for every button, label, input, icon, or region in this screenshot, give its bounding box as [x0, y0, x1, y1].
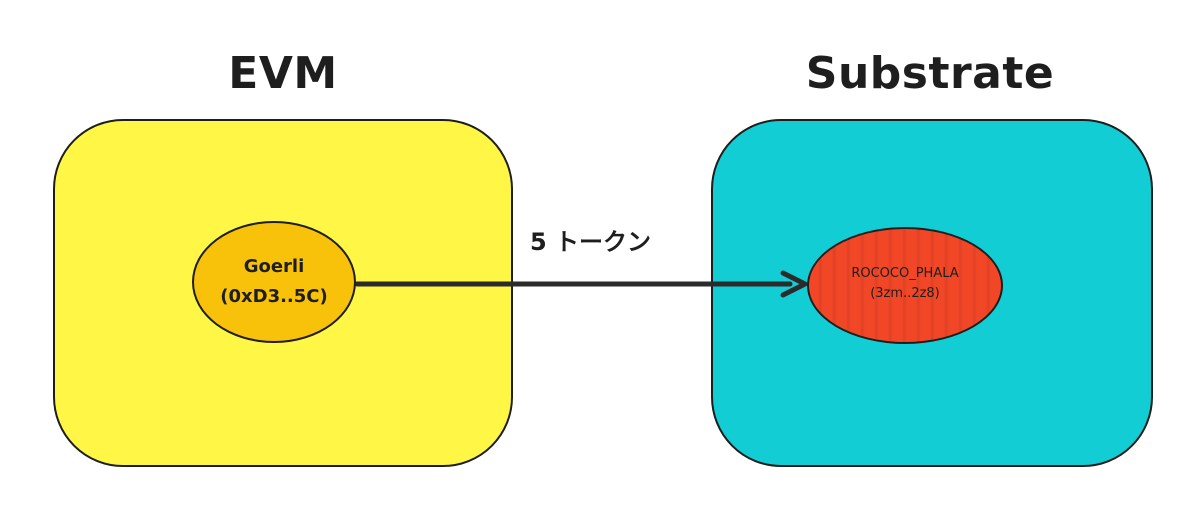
- transfer-amount-label: 5 トークン: [530, 228, 652, 256]
- rococo-phala-node-address: (3zm..2z8): [870, 285, 940, 301]
- evm-panel: [53, 119, 513, 467]
- rococo-phala-node: ROCOCO_PHALA (3zm..2z8): [807, 227, 1003, 344]
- transfer-arrow-head: [780, 270, 808, 298]
- evm-title: EVM: [228, 48, 338, 99]
- goerli-node-address: (0xD3..5C): [220, 286, 328, 307]
- goerli-node: Goerli (0xD3..5C): [192, 221, 356, 343]
- goerli-node-name: Goerli: [243, 256, 305, 277]
- rococo-phala-node-name: ROCOCO_PHALA: [851, 265, 959, 281]
- substrate-title: Substrate: [805, 48, 1055, 99]
